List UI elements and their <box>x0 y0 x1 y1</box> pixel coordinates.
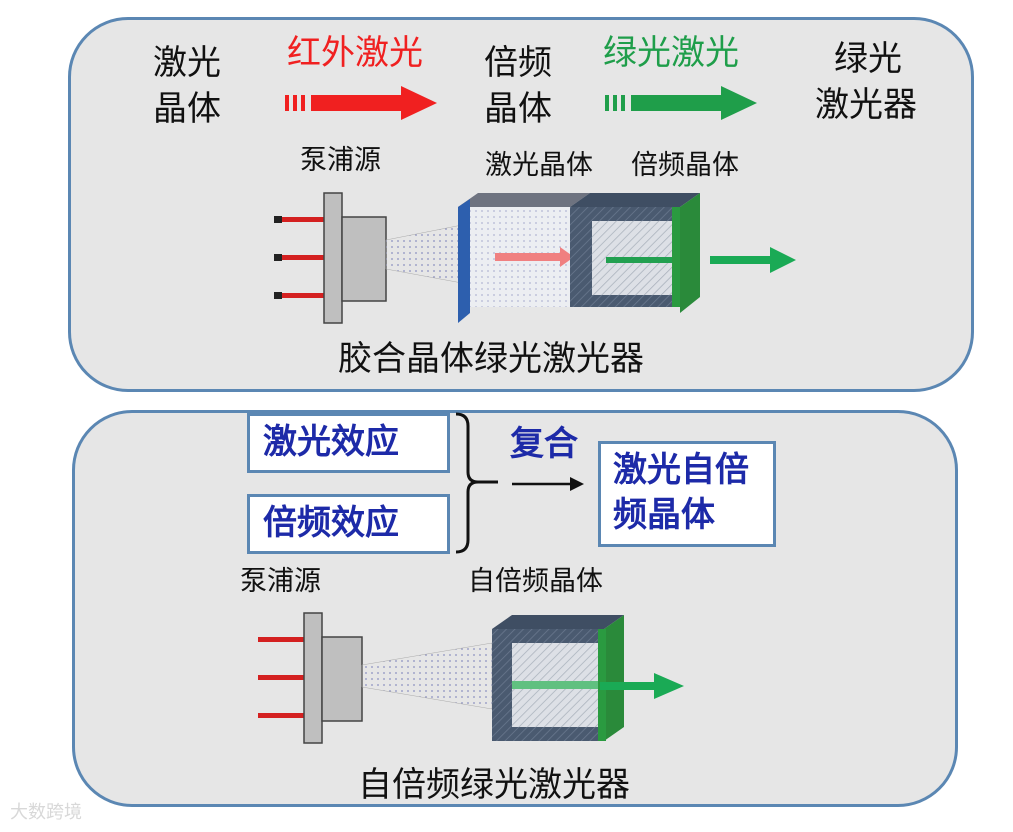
laser-crystal-line2: 晶体 <box>153 89 221 129</box>
self-doubling-crystal-label: 自倍频晶体 <box>468 566 603 597</box>
ir-laser-arrow <box>285 86 437 120</box>
pump-source-label-bottom: 泵浦源 <box>240 566 321 597</box>
glued-crystal-laser-diagram <box>274 192 796 324</box>
doubling-effect-box <box>247 494 450 554</box>
self-doubling-box <box>598 441 776 547</box>
combine-label: 复合 <box>510 424 578 464</box>
self-doubling-line1: 激光自倍 <box>613 450 749 490</box>
doubling-crystal-label-top: 倍频晶体 <box>631 150 739 181</box>
doubling-effect-label: 倍频效应 <box>263 503 399 543</box>
green-laser-device-line1: 绿光 <box>834 39 902 79</box>
caption-top: 胶合晶体绿光激光器 <box>338 339 644 379</box>
laser-crystal-label-top: 激光晶体 <box>485 150 593 181</box>
green-laser-arrow <box>605 86 757 120</box>
combine-bracket <box>455 412 584 554</box>
laser-effect-label: 激光效应 <box>263 422 399 462</box>
self-doubling-line2: 频晶体 <box>613 495 715 535</box>
ir-laser-label: 红外激光 <box>287 33 423 73</box>
laser-effect-box <box>247 413 450 473</box>
pump-source-label-top: 泵浦源 <box>300 145 381 176</box>
self-doubling-laser-diagram <box>258 612 684 744</box>
doubling-crystal-line2: 晶体 <box>484 89 552 129</box>
doubling-crystal-line1: 倍频 <box>484 43 552 83</box>
green-laser-label: 绿光激光 <box>603 33 739 73</box>
laser-crystal-line1: 激光 <box>153 43 221 83</box>
caption-bottom: 自倍频绿光激光器 <box>358 765 630 805</box>
watermark: 大数跨境 <box>10 802 82 823</box>
green-laser-device-line2: 激光器 <box>815 85 917 125</box>
